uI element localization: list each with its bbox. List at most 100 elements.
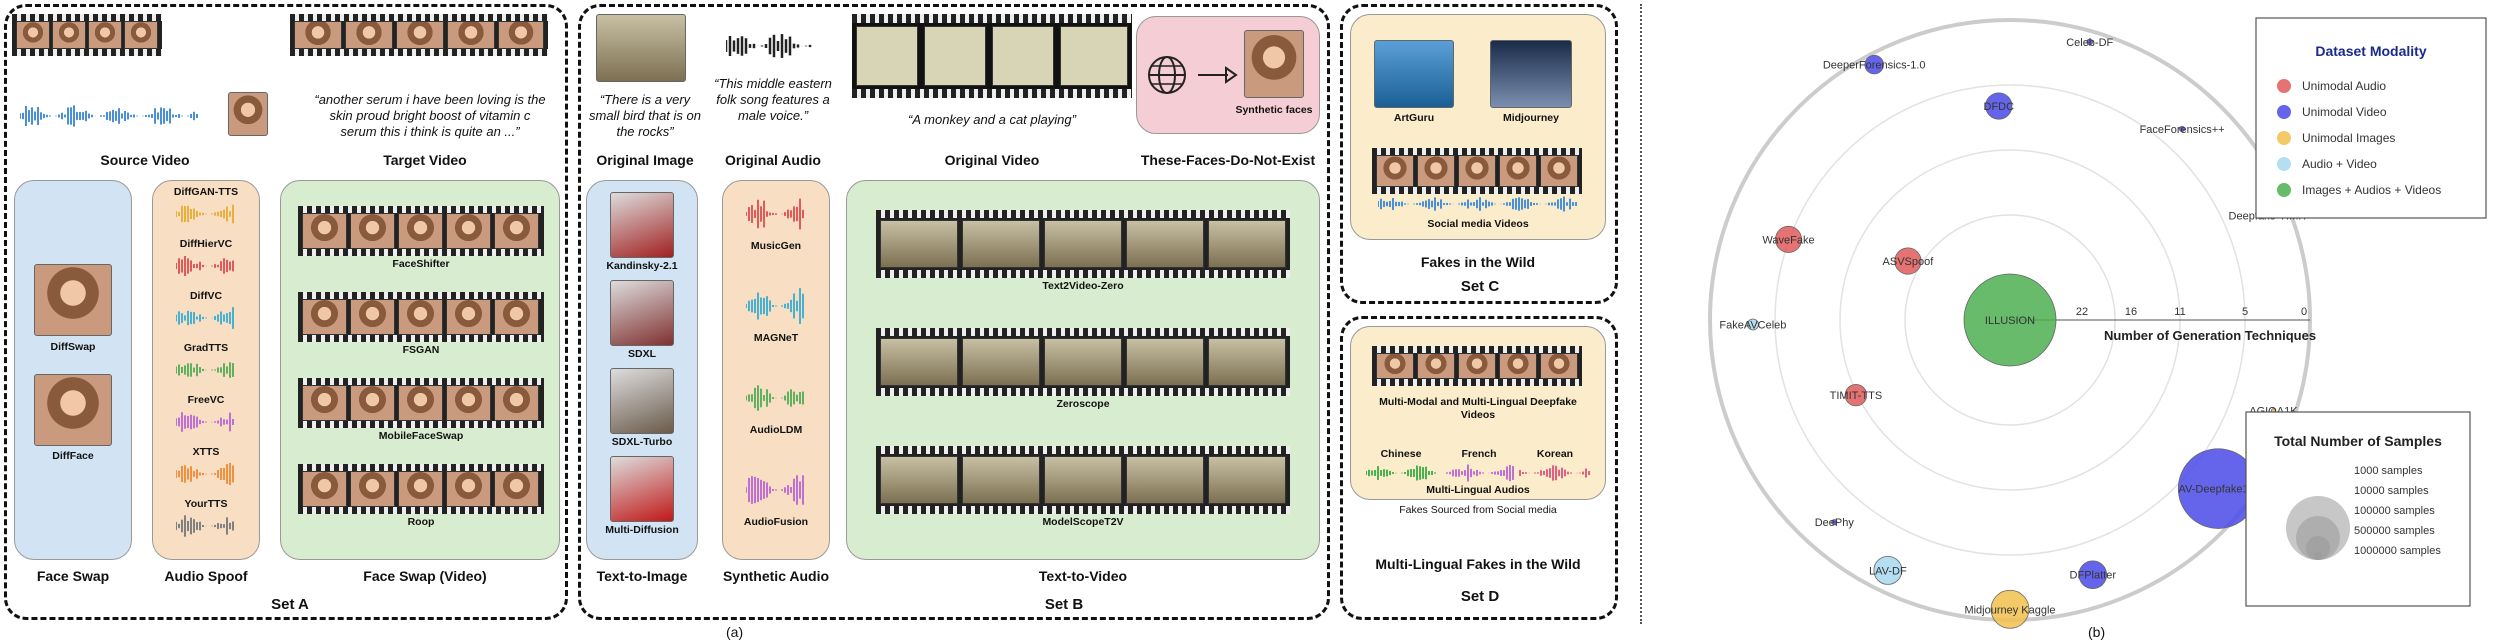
set-b-box (578, 4, 1330, 620)
tfdne-title: These-Faces-Do-Not-Exist (1140, 152, 1316, 168)
legend-entry: Audio + Video (2302, 157, 2377, 171)
dataset-bubble (1990, 589, 2030, 629)
dataset-label: AV-Deepfake1M (2179, 484, 2258, 496)
dataset-bubble (1746, 318, 1759, 331)
multilingual-filmstrip (1372, 346, 1582, 386)
multilingual-title: Multi-Lingual Fakes in the Wild (1375, 556, 1581, 572)
dataset-label: WaveFake (1762, 234, 1814, 246)
face-swap-title: Face Swap (36, 568, 110, 584)
synthetic-audio-item-label: MusicGen (750, 240, 802, 252)
dataset-bubble (1775, 225, 1802, 253)
radial-tick-label: 11 (2174, 306, 2185, 318)
caption-a: (a) (726, 624, 744, 640)
social-media-waveform (1378, 196, 1577, 212)
generated-bird-image (610, 368, 674, 434)
face-swap-filmstrip (298, 464, 544, 514)
audio-spoof-item-label: XTTS (192, 446, 220, 458)
dataset-bubble (2178, 125, 2186, 132)
face-swap-filmstrip (298, 378, 544, 428)
face-swap-filmstrip (298, 206, 544, 256)
dataset-label: DFDC (1984, 101, 2015, 113)
dataset-bubble (1864, 54, 1884, 75)
social-media-label: Social media Videos (1427, 218, 1529, 230)
text-to-image-item-label: SDXL (627, 348, 656, 360)
fakes-wild-title: Fakes in the Wild (1420, 254, 1536, 270)
size-entry: 1000 samples (2354, 465, 2423, 477)
dataset-bubble (1985, 92, 2013, 120)
text-to-video-filmstrip (876, 446, 1290, 514)
synthetic-faces-label: Synthetic faces (1235, 104, 1313, 116)
original-video-title: Original Video (944, 152, 1040, 168)
dataset-label: FakeAVCeleb (1719, 319, 1786, 331)
face-swap-video-item-label: FaceShifter (392, 258, 450, 270)
set-a-box (4, 4, 568, 620)
target-transcript: “another serum i have been loving is the… (314, 92, 546, 139)
text-to-image-item-label: Kandinsky-2.1 (606, 260, 678, 272)
size-entry: 100000 samples (2354, 505, 2435, 517)
artguru-label: ArtGuru (1393, 112, 1435, 124)
artguru-image (1374, 40, 1454, 108)
face-swap-video-item-label: FSGAN (402, 344, 440, 356)
text-to-image-title: Text-to-Image (596, 568, 688, 584)
source-video-filmstrip (12, 14, 162, 56)
dataset-bubble (1873, 555, 1903, 585)
original-video-filmstrip (852, 14, 1132, 98)
audio-spoof-waveform (176, 204, 234, 224)
synthetic-face-image (1244, 30, 1304, 98)
original-bird-image (596, 14, 686, 82)
diffswap-image (34, 264, 112, 336)
dataset-label: LAV-DF (1869, 565, 1907, 577)
generated-bird-image (610, 192, 674, 258)
size-entry: 1000000 samples (2354, 545, 2441, 557)
diffface-label: DiffFace (52, 450, 94, 462)
midjourney-image (1490, 40, 1572, 108)
dataset-bubble (1894, 247, 1922, 275)
size-entry: 500000 samples (2354, 525, 2435, 537)
lang-korean: Korean (1536, 448, 1574, 460)
synthetic-audio-item-label: MAGNeT (753, 332, 799, 344)
fakes-social-label: Fakes Sourced from Social media (1399, 504, 1557, 516)
audio-spoof-waveform (176, 255, 234, 277)
dataset-bubble (2086, 38, 2094, 46)
synthetic-audio-waveform (746, 198, 804, 230)
audio-spoof-item-label: DiffVC (189, 290, 223, 302)
text-to-video-item-label: ModelScopeT2V (1042, 516, 1124, 528)
caption-b: (b) (2088, 624, 2106, 640)
radial-axis-label: Number of Generation Techniques (2104, 328, 2316, 343)
dataset-bubble (1963, 273, 2057, 367)
legend-entry: Images + Audios + Videos (2302, 183, 2441, 197)
video-caption-quote: “A monkey and a cat playing” (908, 112, 1076, 127)
original-image-title: Original Image (596, 152, 694, 168)
legend-swatch (2277, 183, 2291, 197)
audio-spoof-item-label: GradTTS (183, 342, 229, 354)
audio-spoof-item-label: FreeVC (187, 394, 225, 406)
legend-entry: Unimodal Video (2302, 105, 2387, 119)
radial-tick-label: 5 (2242, 306, 2248, 318)
face-swap-panel (14, 180, 132, 560)
synthetic-audio-waveform (746, 385, 804, 411)
synthetic-audio-panel (722, 180, 830, 560)
mm-videos-label: Multi-Modal and Multi-Lingual Deepfake V… (1379, 396, 1577, 421)
lang-chinese: Chinese (1380, 448, 1422, 460)
dotted-divider (1640, 4, 1642, 624)
text-to-image-item-label: Multi-Diffusion (605, 524, 679, 536)
audio-spoof-waveform (176, 362, 234, 378)
diffface-image (34, 374, 112, 446)
set-c-box (1340, 4, 1618, 304)
face-swap-video-item-label: Roop (407, 516, 435, 528)
dataset-bubble (1831, 519, 1838, 526)
synthetic-audio-item-label: AudioLDM (749, 424, 803, 436)
target-face-image (228, 92, 268, 136)
ml-audio-label: Multi-Lingual Audios (1426, 484, 1530, 496)
dataset-label: ASVSpoof (1883, 256, 1935, 268)
radial-tick-label: 16 (2125, 306, 2137, 318)
source-audio-waveform (20, 105, 198, 127)
globe-icon (1148, 56, 1186, 94)
target-video-title: Target Video (383, 152, 467, 168)
legend-entry: Unimodal Audio (2302, 79, 2386, 93)
legend-swatch (2277, 79, 2291, 93)
audio-spoof-item-label: DiffGAN-TTS (173, 186, 239, 198)
